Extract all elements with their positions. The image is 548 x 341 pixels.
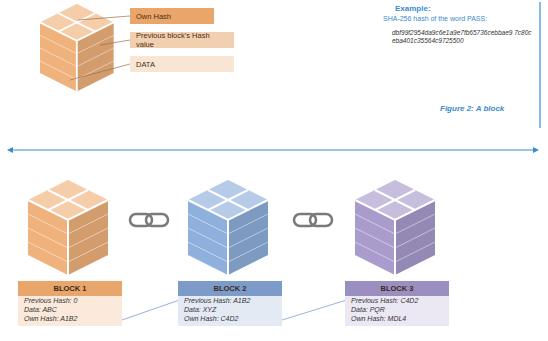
band-label: DATA xyxy=(136,60,155,69)
block-field: Previous Hash: 0 xyxy=(18,296,122,305)
block-title: BLOCK 2 xyxy=(178,281,282,296)
hash-value: dbf99f2954da9c6e1a9e7fb65736cebbae9 7c80… xyxy=(392,29,532,45)
band-label: Previous block's Hash value xyxy=(136,31,228,49)
block-field: Own Hash: C4D2 xyxy=(178,314,282,326)
cube xyxy=(188,180,268,275)
cube xyxy=(28,180,108,275)
figure-caption: Figure 2: A block xyxy=(440,104,536,114)
example-caption: SHA-256 hash of the word PASS: xyxy=(383,15,533,24)
hash-link xyxy=(122,301,178,321)
data-band: DATA xyxy=(130,56,234,72)
block-field: Previous Hash: C4D2 xyxy=(345,296,449,305)
block-field: Previous Hash: A1B2 xyxy=(178,296,282,305)
block-title: BLOCK 3 xyxy=(345,281,449,296)
block-field: Data: ABC xyxy=(18,305,122,314)
block-field: Data: XYZ xyxy=(178,305,282,314)
block-field: Own Hash: A1B2 xyxy=(18,314,122,326)
leader-lines xyxy=(70,16,130,80)
hash-band: Own Hash xyxy=(130,8,214,24)
divider-arrow xyxy=(10,149,536,150)
block-card: BLOCK 1Previous Hash: 0Data: ABCOwn Hash… xyxy=(18,281,122,326)
frame-line xyxy=(539,2,540,128)
chain-link xyxy=(130,214,332,226)
hash-band: Previous block's Hash value xyxy=(130,32,234,48)
block-field: Own Hash: MDL4 xyxy=(345,314,449,326)
band-label: Own Hash xyxy=(136,12,171,21)
hash-link xyxy=(282,301,345,321)
cube xyxy=(355,180,435,275)
block-card: BLOCK 3Previous Hash: C4D2Data: PQROwn H… xyxy=(345,281,449,326)
example-heading: Example: xyxy=(395,4,535,14)
block-title: BLOCK 1 xyxy=(18,281,122,296)
block-field: Data: PQR xyxy=(345,305,449,314)
block-card: BLOCK 2Previous Hash: A1B2Data: XYZOwn H… xyxy=(178,281,282,326)
